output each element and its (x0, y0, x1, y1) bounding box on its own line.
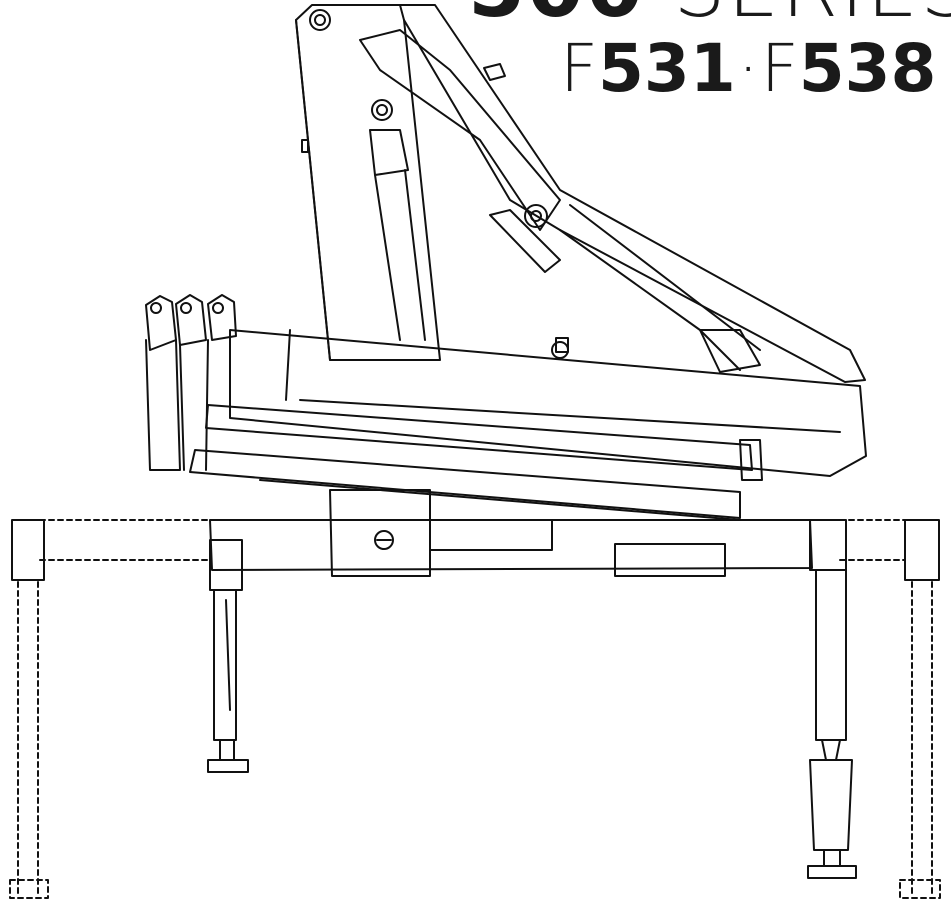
model-separator: · (737, 30, 759, 107)
series-number: 500 (468, 0, 645, 36)
model-b-number: 538 (798, 30, 937, 107)
crane-outer-boom (359, 4, 866, 383)
crane-column (295, 4, 441, 361)
left-inner-leg (207, 589, 249, 773)
series-word: SERIES (673, 0, 951, 36)
crane-base-frame (209, 479, 813, 577)
series-title: 500 SERIES (468, 0, 951, 30)
crane-horizontal-boom (189, 329, 867, 519)
model-b-prefix: F (760, 30, 799, 107)
boom-head-brackets (145, 294, 237, 471)
model-a-prefix: F (560, 30, 598, 107)
right-inner-leg (807, 569, 857, 879)
model-a-number: 531 (597, 30, 736, 107)
model-names: F531·F538 (560, 36, 936, 102)
right-outrigger-beam (809, 519, 941, 899)
left-outrigger-beam (9, 519, 243, 899)
